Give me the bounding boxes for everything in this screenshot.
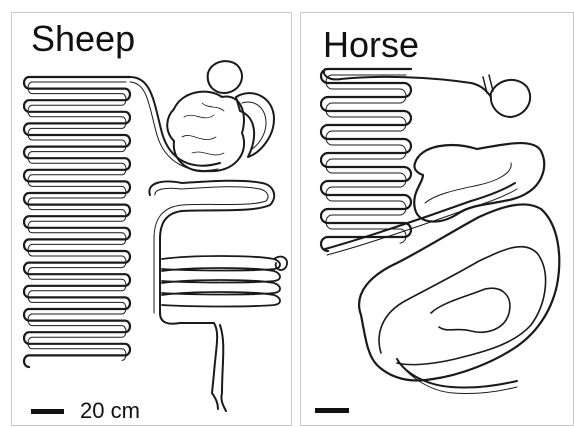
horse-scale-bar <box>315 408 349 413</box>
sheep-panel: Sheep 20 cm <box>11 12 292 426</box>
sheep-rectum <box>220 325 226 411</box>
sheep-spiral-colon <box>24 77 130 367</box>
horse-panel: Horse <box>300 12 574 426</box>
horse-caecum-inner <box>425 163 511 203</box>
horse-stomach <box>491 80 530 117</box>
horse-colon-fold <box>431 288 510 332</box>
scale-label: 20 cm <box>80 400 140 422</box>
sheep-intestinal-coils <box>162 256 287 307</box>
sheep-digestive-tract <box>12 13 292 426</box>
horse-small-intestine-coil <box>321 69 411 251</box>
sheep-rumen-texture <box>182 103 224 155</box>
sheep-reticulum <box>208 61 242 93</box>
horse-digestive-tract <box>301 13 574 426</box>
horse-caecum <box>414 143 544 221</box>
sheep-scale-bar <box>31 409 64 414</box>
sheep-connecting-tube-inner <box>130 82 218 171</box>
horse-small-colon-inner <box>401 365 517 394</box>
sheep-rumen <box>167 92 244 172</box>
horse-small-intestine-coil-inner <box>326 75 406 243</box>
horse-large-colon <box>359 204 559 380</box>
horse-large-colon-inner <box>379 247 545 365</box>
